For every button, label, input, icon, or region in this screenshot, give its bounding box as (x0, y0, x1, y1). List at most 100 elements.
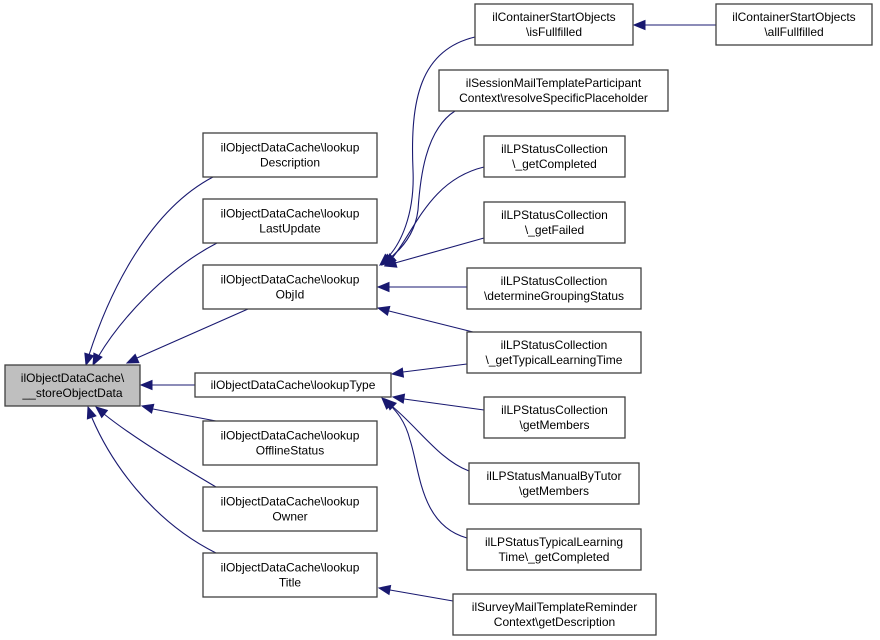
node-label: ilLPStatusCollection (501, 208, 608, 222)
node-label: ilSessionMailTemplateParticipant (466, 76, 642, 90)
arrowhead-icon (125, 353, 140, 364)
arrowhead-icon (383, 257, 398, 268)
node-surveyGetDescription[interactable]: ilSurveyMailTemplateReminderContext\getD… (452, 593, 657, 636)
node-box (483, 135, 626, 178)
node-box (466, 331, 642, 374)
node-box (194, 372, 392, 398)
node-label: __storeObjectData (21, 386, 122, 400)
edge-line (91, 417, 217, 554)
edges-layer (84, 19, 716, 602)
node-box (468, 462, 640, 505)
edge-lookupOwner-to-root (94, 406, 217, 488)
node-box (483, 201, 626, 244)
edge-allFullfilled-to-isFullfilled (632, 19, 716, 31)
node-lookupType[interactable]: ilObjectDataCache\lookupType (194, 372, 392, 398)
arrowhead-icon (140, 403, 155, 414)
node-box (4, 364, 141, 407)
edge-lookupObjId-to-root (125, 308, 249, 364)
node-box (452, 593, 657, 636)
node-label: Context\resolveSpecificPlaceholder (459, 91, 648, 105)
edge-getTypicalLearningTime-to-lookupObjId (376, 305, 474, 333)
node-label: ilSurveyMailTemplateReminder (472, 600, 637, 614)
node-determineGroupingStatus[interactable]: ilLPStatusCollection\determineGroupingSt… (466, 267, 642, 310)
node-box (438, 69, 669, 112)
node-resolveSpecificPlaceholder[interactable]: ilSessionMailTemplateParticipantContext\… (438, 69, 669, 112)
node-label: ilContainerStartObjects (732, 10, 855, 24)
node-label: Description (260, 156, 320, 170)
node-label: \getMembers (519, 418, 589, 432)
node-box (202, 132, 378, 178)
node-label: Title (279, 576, 302, 590)
node-label: \isFullfilled (526, 25, 582, 39)
edge-line (88, 176, 214, 356)
arrowhead-icon (84, 352, 95, 367)
edge-lookupLastUpdate-to-root (92, 242, 218, 367)
node-label: ilLPStatusManualByTutor (487, 469, 622, 483)
node-label: ilLPStatusCollection (501, 338, 608, 352)
node-box (202, 264, 378, 310)
edge-line (97, 242, 218, 358)
arrowhead-icon (381, 397, 394, 410)
edge-lookupType-to-root (139, 379, 195, 391)
node-label: ilLPStatusCollection (501, 274, 608, 288)
edge-line (392, 166, 485, 258)
edge-lpGetMembers-to-lookupType (391, 393, 485, 411)
arrowhead-icon (139, 379, 153, 391)
node-label: \_getTypicalLearningTime (486, 353, 623, 367)
node-allFullfilled[interactable]: ilContainerStartObjects\allFullfilled (715, 3, 873, 46)
edge-typicalGetCompleted-to-lookupType (381, 397, 468, 539)
edge-line (392, 406, 470, 472)
node-label: ilContainerStartObjects (492, 10, 615, 24)
node-label: \determineGroupingStatus (484, 289, 624, 303)
node-label: OfflineStatus (256, 444, 324, 458)
node-manualGetMembers[interactable]: ilLPStatusManualByTutor\getMembers (468, 462, 640, 505)
node-label: \_getCompleted (512, 157, 597, 171)
node-getTypicalLearningTime[interactable]: ilLPStatusCollection\_getTypicalLearning… (466, 331, 642, 374)
edge-manualGetMembers-to-lookupType (384, 398, 470, 472)
node-lpGetFailed[interactable]: ilLPStatusCollection\_getFailed (483, 201, 626, 244)
node-box (202, 420, 378, 466)
node-isFullfilled[interactable]: ilContainerStartObjects\isFullfilled (474, 3, 634, 46)
node-box (466, 528, 642, 571)
arrowhead-icon (376, 305, 391, 317)
node-label: ilLPStatusTypicalLearning (485, 535, 623, 549)
node-typicalGetCompleted[interactable]: ilLPStatusTypicalLearningTime\_getComple… (466, 528, 642, 571)
node-label: ilObjectDataCache\lookup (221, 273, 360, 287)
node-label: ilObjectDataCache\lookup (221, 561, 360, 575)
arrowhead-icon (92, 352, 103, 367)
edge-line (152, 408, 217, 422)
node-label: Context\getDescription (494, 615, 615, 629)
arrowhead-icon (377, 584, 392, 596)
node-label: Owner (272, 510, 307, 524)
edge-line (389, 110, 456, 259)
edge-getTypicalLearningTime-to-lookupType (390, 363, 468, 378)
edge-lpGetFailed-to-lookupObjId (383, 237, 485, 268)
edge-line (386, 36, 476, 259)
nodes-layer: ilObjectDataCache\__storeObjectDatailObj… (4, 3, 873, 636)
node-label: \_getFailed (525, 223, 584, 237)
node-box (202, 198, 378, 244)
edge-line (103, 413, 217, 488)
node-lpGetMembers[interactable]: ilLPStatusCollection\getMembers (483, 396, 626, 439)
node-label: ilObjectDataCache\lookup (221, 495, 360, 509)
node-label: \allFullfilled (764, 25, 823, 39)
edge-lookupOfflineStatus-to-root (140, 403, 217, 422)
edge-surveyGetDescription-to-lookupTitle (377, 584, 454, 602)
edge-lookupDescription-to-root (84, 176, 214, 367)
root-node: ilObjectDataCache\__storeObjectData (4, 364, 141, 407)
node-label: ilObjectDataCache\lookup (221, 429, 360, 443)
node-label: ObjId (276, 288, 305, 302)
node-lpGetCompleted[interactable]: ilLPStatusCollection\_getCompleted (483, 135, 626, 178)
edge-lookupTitle-to-root (86, 405, 217, 554)
node-label: ilObjectDataCache\ (21, 371, 125, 385)
node-label: \getMembers (519, 484, 589, 498)
edge-line (394, 237, 485, 264)
edge-line (389, 404, 468, 539)
